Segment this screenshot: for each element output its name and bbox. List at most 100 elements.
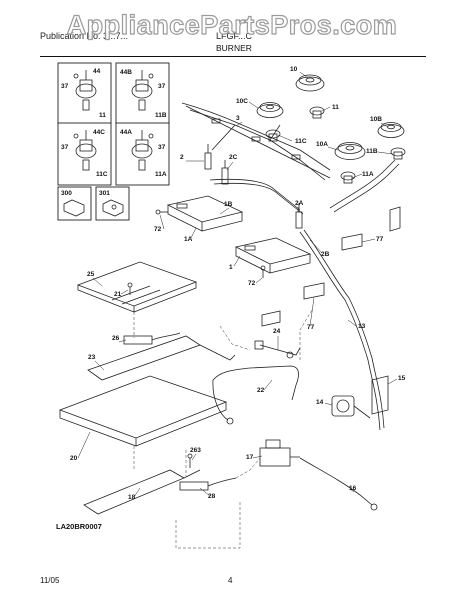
burner-head-10b <box>377 122 405 138</box>
part-label: 72 <box>248 280 256 287</box>
inset-301: 301 <box>95 186 130 221</box>
publication-number: Publication No. 3...7... <box>40 31 129 41</box>
bracket-77 <box>261 282 325 327</box>
part-label: 10C <box>236 98 248 105</box>
burner-head-10c <box>256 102 284 118</box>
ignitor-harness <box>189 109 326 181</box>
inset-label: 44 <box>93 68 101 75</box>
screw-72 <box>155 209 168 215</box>
part-label: 1B <box>224 201 233 208</box>
harness-wire <box>181 102 331 171</box>
part-label: 72 <box>154 226 162 233</box>
part-label: 15 <box>398 375 406 382</box>
burner-head-10 <box>295 74 325 92</box>
inset-label: 300 <box>61 190 72 197</box>
inset-box <box>115 62 170 125</box>
inset-label: 11 <box>99 112 106 119</box>
burner-support-1 <box>234 237 312 274</box>
part-label: 263 <box>190 447 201 454</box>
inset-300: 300 <box>57 186 92 221</box>
bracket-icon <box>63 199 85 217</box>
part-label: 3 <box>236 115 240 122</box>
drawing-code: LA20BR0007 <box>56 522 102 531</box>
gas-line-13 <box>299 231 381 431</box>
leader-lines <box>77 71 398 498</box>
part-label: 23 <box>88 354 96 361</box>
part-label: 20 <box>70 455 78 462</box>
part-label: 1A <box>184 236 193 243</box>
part-label: 17 <box>246 454 254 461</box>
gas-tube-22 <box>212 365 299 401</box>
heat-deflector-20 <box>58 375 228 447</box>
part-label: 28 <box>208 493 216 500</box>
inset-label: 44B <box>120 69 132 76</box>
inset-label: 301 <box>99 190 110 197</box>
screw-21 <box>127 282 133 295</box>
inset-label: 37 <box>158 144 166 151</box>
inset-label: 11C <box>96 171 108 178</box>
screw-72 <box>260 265 266 278</box>
part-label: 22 <box>257 387 265 394</box>
part-label: 10B <box>370 116 382 123</box>
electrode-2c <box>221 160 229 185</box>
broil-burner-18 <box>83 469 201 515</box>
inset-label: 37 <box>158 83 166 90</box>
inset-11b: 44B 37 11B <box>115 62 170 125</box>
part-label: 26 <box>112 335 120 342</box>
part-label: 24 <box>273 328 281 335</box>
bracket-icon <box>102 199 124 217</box>
inset-box <box>57 122 112 186</box>
gas-tube <box>333 163 400 213</box>
part-label: 18 <box>128 494 136 501</box>
page-number: 4 <box>228 576 233 585</box>
inset-label: 37 <box>61 144 69 151</box>
part-label: 25 <box>87 271 95 278</box>
part-label: 21 <box>114 291 122 298</box>
inset-label: 11A <box>155 171 167 178</box>
part-label: 10 <box>290 66 298 73</box>
burner-head-10a <box>334 142 366 160</box>
bracket-15 <box>371 375 389 415</box>
electrode-2 <box>204 144 212 170</box>
gas-tube <box>213 182 304 215</box>
inset-label: 44C <box>93 129 105 136</box>
part-label: 1 <box>229 264 233 271</box>
burner-base-11a <box>340 171 356 184</box>
burner-base-11b <box>390 147 406 160</box>
footer-date: 11/05 <box>40 576 60 585</box>
harness-wire <box>185 105 331 179</box>
part-label: 14 <box>316 399 324 406</box>
part-label: 2B <box>321 251 330 258</box>
gas-tube <box>329 159 396 209</box>
part-labels: 10 10C 11 3 10B 11C 10A 2 2C 11B 11A 1B … <box>70 66 406 501</box>
part-label: 10A <box>316 141 328 148</box>
part-label: 13 <box>358 323 366 330</box>
gas-tube-16 <box>299 457 373 506</box>
part-label: 11 <box>332 104 339 111</box>
part-label: 11A <box>362 171 374 178</box>
valve-icon <box>131 70 154 111</box>
section-title: BURNER <box>216 43 252 53</box>
inset-11: 44 37 11 <box>57 62 112 125</box>
model-number: LFGF...C <box>216 31 253 41</box>
part-label: 2A <box>295 200 304 207</box>
inset-label: 44A <box>120 129 132 136</box>
gas-tube <box>209 178 301 211</box>
safety-valve-17 <box>259 439 300 467</box>
inset-11a: 44A 37 11A <box>115 122 170 186</box>
inset-label: 11B <box>155 112 167 119</box>
header-rule <box>40 56 426 57</box>
part-label: 2C <box>229 154 238 161</box>
inset-box <box>95 186 130 221</box>
watermark: AppliancePartsPros.com <box>66 9 398 40</box>
valve-icon <box>131 130 154 171</box>
part-label: 16 <box>349 485 357 492</box>
valve-icon <box>73 130 97 171</box>
burner-support-1a <box>166 195 244 232</box>
gas-tube-24 <box>259 344 301 356</box>
oven-burner-23 <box>87 335 236 381</box>
valve-icon <box>73 70 97 111</box>
oven-ignitor-26 <box>123 332 181 345</box>
